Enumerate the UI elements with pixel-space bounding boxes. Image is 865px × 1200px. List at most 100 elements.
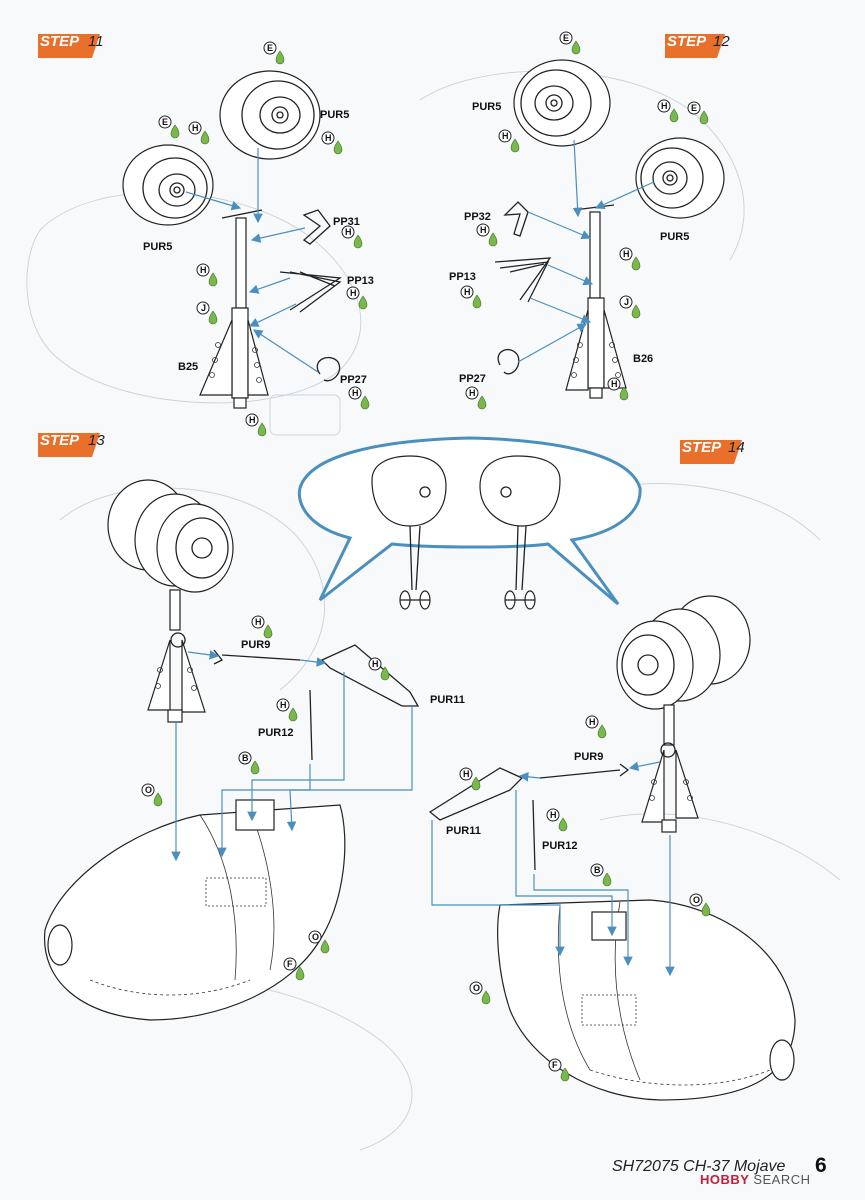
svg-text:H: H xyxy=(345,227,352,237)
svg-text:H: H xyxy=(550,810,557,820)
wheel-pur5-lower xyxy=(122,144,214,226)
svg-text:H: H xyxy=(350,288,357,298)
step-14-label: STEP xyxy=(682,439,722,456)
step-12-badge: STEP 12 xyxy=(665,33,730,58)
color-callout-j: J xyxy=(196,301,218,325)
svg-text:E: E xyxy=(563,33,569,43)
svg-text:H: H xyxy=(192,123,199,133)
part-pp31-shape xyxy=(302,209,331,245)
label-b26: B26 xyxy=(633,353,653,365)
color-callout-h: H xyxy=(196,263,218,287)
wheel-assembly-right xyxy=(616,595,751,833)
color-callout-h: H xyxy=(459,767,481,791)
color-callout-h: H xyxy=(276,698,298,722)
svg-text:O: O xyxy=(312,932,319,942)
strut-b25 xyxy=(199,209,269,409)
watermark: HOBBY SEARCH xyxy=(700,1172,811,1187)
part-pp27-shape xyxy=(316,357,341,382)
svg-text:H: H xyxy=(480,225,487,235)
color-callout-e: E xyxy=(263,41,285,65)
step-13-label: STEP xyxy=(40,432,80,449)
label-pp32: PP32 xyxy=(464,211,491,223)
part-pur11-shape xyxy=(320,644,420,707)
label-pp27: PP27 xyxy=(340,374,367,386)
label-pp31: PP31 xyxy=(333,216,360,228)
color-callout-j: J xyxy=(619,295,641,319)
color-callout-f: F xyxy=(548,1058,570,1082)
label-pur5-upper: PUR5 xyxy=(472,101,501,113)
part-pur11-shape xyxy=(428,767,524,821)
svg-text:H: H xyxy=(589,717,596,727)
part-pur9-shape xyxy=(539,763,630,779)
color-callout-o: O xyxy=(308,930,330,954)
step-14-number: 14 xyxy=(728,439,745,456)
step-11-badge: STEP 11 xyxy=(38,33,104,58)
color-callout-h: H xyxy=(546,808,568,832)
color-callout-e: E xyxy=(559,31,581,55)
color-callout-o: O xyxy=(689,893,711,917)
step-11: STEP 11 xyxy=(38,33,374,437)
watermark-brand: HOBBY xyxy=(700,1172,750,1187)
step-12-label: STEP xyxy=(667,33,707,50)
svg-text:E: E xyxy=(267,43,273,53)
part-pp13-shape xyxy=(279,271,342,313)
color-callout-h: H xyxy=(465,386,487,410)
color-callout-e: E xyxy=(158,115,180,139)
label-pur12: PUR12 xyxy=(258,727,293,739)
color-callout-h: H xyxy=(368,657,390,681)
wheel-pur5-upper xyxy=(219,70,321,160)
svg-text:B: B xyxy=(594,865,601,875)
step-13-badge: STEP 13 xyxy=(38,432,105,457)
svg-text:O: O xyxy=(693,895,700,905)
color-callout-h: H xyxy=(460,285,482,309)
color-callout-h: H xyxy=(619,247,641,271)
svg-text:O: O xyxy=(473,983,480,993)
svg-text:E: E xyxy=(162,117,168,127)
svg-text:H: H xyxy=(502,131,509,141)
label-pur5-lower: PUR5 xyxy=(143,241,172,253)
watermark-suffix: SEARCH xyxy=(753,1172,811,1187)
step-12: STEP 12 xyxy=(449,31,730,410)
color-callout-h: H xyxy=(251,615,273,639)
color-callout-o: O xyxy=(141,783,163,807)
label-pur5-lower: PUR5 xyxy=(660,231,689,243)
fuselage-left xyxy=(44,799,346,1021)
color-callout-h: H xyxy=(585,715,607,739)
wheel-pur5-lower xyxy=(635,137,725,219)
label-pur9: PUR9 xyxy=(574,751,603,763)
svg-text:H: H xyxy=(200,265,207,275)
svg-text:F: F xyxy=(552,1060,558,1070)
svg-text:E: E xyxy=(691,103,697,113)
part-pp13-shape xyxy=(494,257,552,303)
part-pp32-shape xyxy=(503,201,529,237)
step-11-number: 11 xyxy=(88,33,104,50)
color-callout-b: B xyxy=(238,751,260,775)
svg-text:F: F xyxy=(287,959,293,969)
label-pur9: PUR9 xyxy=(241,639,270,651)
color-callout-h: H xyxy=(498,129,520,153)
svg-text:O: O xyxy=(145,785,152,795)
svg-text:H: H xyxy=(325,133,332,143)
color-callout-h: H xyxy=(476,223,498,247)
svg-text:J: J xyxy=(201,303,206,313)
svg-text:H: H xyxy=(372,659,379,669)
svg-text:H: H xyxy=(661,101,668,111)
svg-text:H: H xyxy=(249,415,256,425)
page-number: 6 xyxy=(815,1154,827,1177)
label-pp27: PP27 xyxy=(459,373,486,385)
color-callout-o: O xyxy=(469,981,491,1005)
color-callout-h: H xyxy=(341,225,363,249)
label-pur11: PUR11 xyxy=(446,825,481,837)
step-14: STEP 14 xyxy=(428,439,796,1101)
footer-title: SH72075 CH-37 Mojave xyxy=(612,1158,786,1175)
color-callout-e: E xyxy=(687,101,709,125)
color-callout-h: H xyxy=(607,377,629,401)
detail-left-gear xyxy=(371,455,447,610)
svg-text:H: H xyxy=(464,287,471,297)
svg-text:B: B xyxy=(242,753,249,763)
label-pur11: PUR11 xyxy=(430,694,465,706)
color-callout-h: H xyxy=(245,413,267,437)
detail-callout-bubble xyxy=(297,436,642,610)
part-pur12-shape xyxy=(309,689,313,761)
color-callout-h: H xyxy=(348,386,370,410)
